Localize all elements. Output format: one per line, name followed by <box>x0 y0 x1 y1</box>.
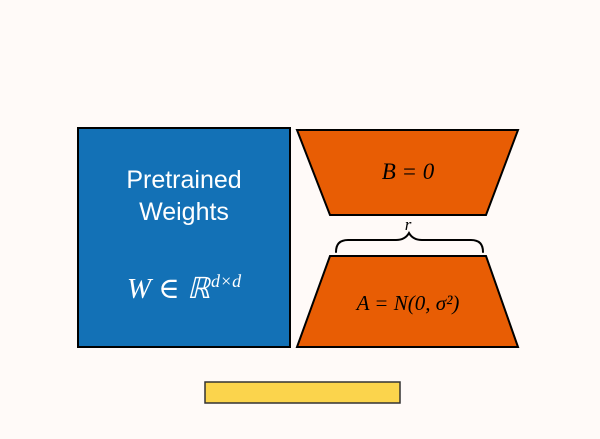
input-bar <box>204 381 401 404</box>
matrix-b-trapezoid <box>295 129 520 216</box>
matrix-a-trapezoid <box>295 255 520 348</box>
pretrained-weights-box <box>77 127 291 348</box>
rank-brace <box>335 230 484 253</box>
